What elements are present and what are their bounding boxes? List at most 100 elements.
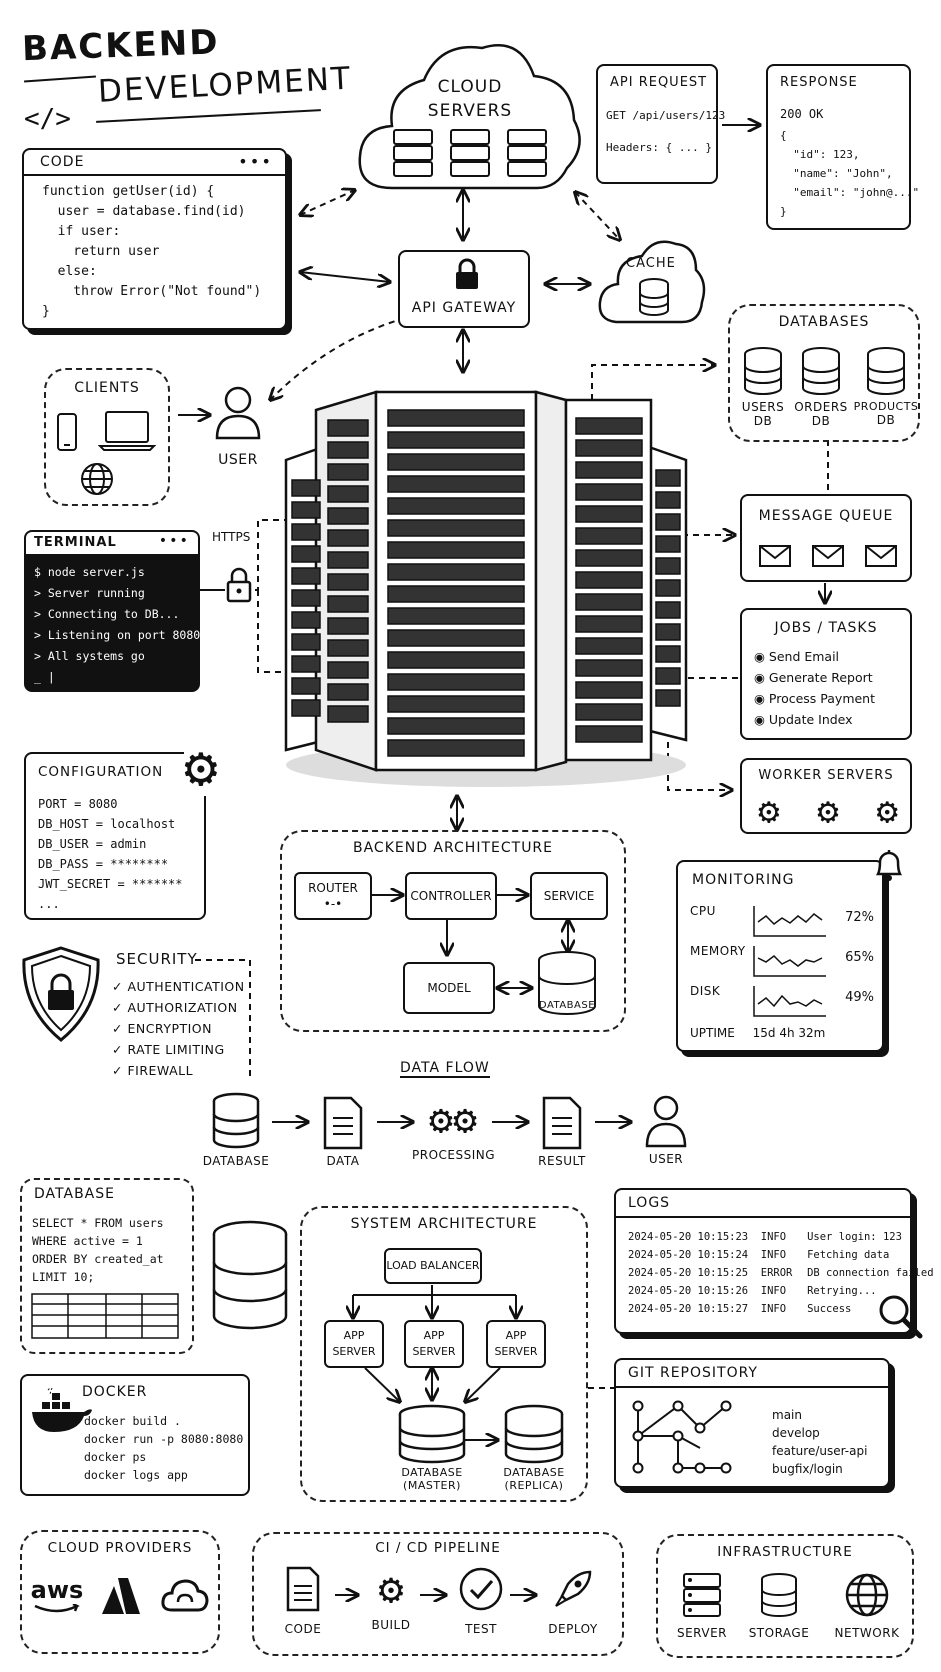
- database-master-line1: DATABASE: [401, 1466, 463, 1479]
- database-icon: [802, 347, 840, 395]
- rack-unit: [387, 585, 525, 603]
- git-branch: develop: [772, 1426, 820, 1440]
- log-message: DB connection failed: [807, 1267, 934, 1279]
- log-level: INFO: [760, 1249, 787, 1261]
- rack-unit: [327, 529, 369, 547]
- log-timestamp: 2024-05-20 10:15:27: [628, 1303, 749, 1315]
- code-line: function getUser(id) {: [42, 184, 215, 199]
- data-flow-step: DATABASE: [198, 1092, 274, 1168]
- security-item: RATE LIMITING: [112, 1039, 245, 1060]
- log-row: 2024-05-20 10:15:25 ERROR DB connection …: [628, 1264, 934, 1282]
- security-item: AUTHENTICATION: [112, 976, 245, 997]
- cloud-providers-title: CLOUD PROVIDERS: [47, 1540, 193, 1556]
- data-flow-label: PROCESSING: [412, 1148, 496, 1162]
- rack-unit: [575, 725, 643, 743]
- terminal-title-bar: TERMINAL •••: [26, 532, 198, 556]
- terminal-line: > All systems go: [34, 649, 145, 663]
- database-item-label: PRODUCTS: [853, 400, 919, 413]
- data-flow-step: RESULT: [530, 1096, 594, 1168]
- user-icon: [645, 1095, 687, 1148]
- cloud-servers-icon: [358, 43, 581, 190]
- git-branch: feature/user-api: [772, 1444, 868, 1458]
- rack-unit: [291, 655, 321, 673]
- sql-line: WHERE active = 1: [32, 1234, 143, 1248]
- rack-unit: [327, 441, 369, 459]
- databases-group: [728, 304, 920, 442]
- https-lock-icon: [226, 567, 252, 603]
- database-item: USERS DB: [733, 346, 793, 428]
- terminal-line: _ |: [34, 670, 55, 684]
- terminal-body: $ node server.js > Server running > Conn…: [34, 562, 200, 688]
- rack-unit: [291, 633, 321, 651]
- database-item-label: DB: [753, 414, 773, 428]
- infrastructure-label: SERVER: [676, 1626, 727, 1640]
- security-item: FIREWALL: [112, 1060, 245, 1081]
- response-title: RESPONSE: [780, 75, 858, 90]
- docker-title: DOCKER: [82, 1384, 148, 1400]
- terminal-line: $ node server.js: [34, 565, 145, 579]
- cicd-title: CI / CD PIPELINE: [375, 1540, 501, 1556]
- monitoring-label: CPU: [690, 904, 716, 918]
- cicd-step: TEST: [450, 1566, 512, 1636]
- database-stack-icon: [212, 1220, 288, 1330]
- rack-unit: [291, 699, 321, 717]
- configuration-body: PORT = 8080 DB_HOST = localhost DB_USER …: [38, 794, 183, 914]
- log-level: INFO: [760, 1285, 787, 1297]
- rack-unit: [291, 589, 321, 607]
- router-label: ROUTER: [308, 881, 358, 895]
- database-item: ORDERS DB: [791, 346, 851, 428]
- cache-title: CACHE: [626, 256, 676, 271]
- aws-smile-icon: [34, 1604, 80, 1613]
- globe-icon: [81, 463, 113, 495]
- database-icon: [867, 347, 905, 395]
- code-title-bar: CODE •••: [24, 150, 285, 176]
- git-branch: main: [772, 1408, 802, 1422]
- log-level: ERROR: [760, 1267, 793, 1279]
- terminal-line: > Listening on port 8080: [34, 628, 201, 642]
- logs-title-bar: LOGS: [616, 1190, 910, 1218]
- log-row: 2024-05-20 10:15:27 INFO Success: [628, 1300, 934, 1318]
- api-request-line1: GET /api/users/123: [606, 109, 726, 122]
- rack-unit: [655, 557, 681, 575]
- rack-unit: [387, 629, 525, 647]
- database-replica-icon: [504, 1404, 564, 1464]
- rack-unit: [327, 551, 369, 569]
- worker-gears: ⚙ ⚙ ⚙: [758, 792, 898, 832]
- data-flow-label: DATABASE: [202, 1154, 270, 1168]
- docker-panel: DOCKER docker build . docker run -p 8080…: [20, 1374, 250, 1496]
- sql-body: SELECT * FROM users WHERE active = 1 ORD…: [32, 1214, 164, 1286]
- jobs-tasks-box: JOBS / TASKS Send Email Generate Report …: [740, 608, 912, 740]
- model-node: MODEL: [403, 962, 495, 1014]
- git-title: GIT REPOSITORY: [628, 1365, 758, 1381]
- user-icon: [215, 386, 261, 440]
- https-label: HTTPS: [212, 530, 251, 544]
- aws-logo: aws: [30, 1576, 84, 1614]
- code-glyph-icon: </>: [24, 104, 71, 134]
- rack-unit: [575, 417, 643, 435]
- rack-unit: [387, 651, 525, 669]
- rack-unit: [655, 601, 681, 619]
- network-globe-icon: [845, 1573, 889, 1617]
- rack-unit: [327, 683, 369, 701]
- jobs-title: JOBS / TASKS: [774, 620, 878, 636]
- server-icon: [683, 1573, 721, 1617]
- monitoring-panel: MONITORING CPU 72% MEMORY 65% DISK 49% U…: [676, 860, 884, 1052]
- rack-unit: [327, 639, 369, 657]
- api-request-title: API REQUEST: [610, 75, 708, 90]
- rack-unit: [575, 637, 643, 655]
- rack-unit: [575, 593, 643, 611]
- rack-unit: [291, 523, 321, 541]
- security-item: AUTHORIZATION: [112, 997, 245, 1018]
- server-racks-illustration: [284, 390, 688, 787]
- log-level: INFO: [760, 1303, 787, 1315]
- router-dots-icon: •-•: [323, 897, 343, 911]
- terminal-line: > Server running: [34, 586, 145, 600]
- envelope-icon: [759, 545, 791, 567]
- monitoring-label: DISK: [690, 984, 721, 998]
- rack-unit: [575, 571, 643, 589]
- log-timestamp: 2024-05-20 10:15:24: [628, 1249, 749, 1261]
- rack-unit: [327, 661, 369, 679]
- cicd-step: ⚙ BUILD: [360, 1566, 422, 1633]
- data-flow-step: ⚙⚙ PROCESSING: [412, 1092, 496, 1162]
- disk-sparkline: [753, 986, 826, 1017]
